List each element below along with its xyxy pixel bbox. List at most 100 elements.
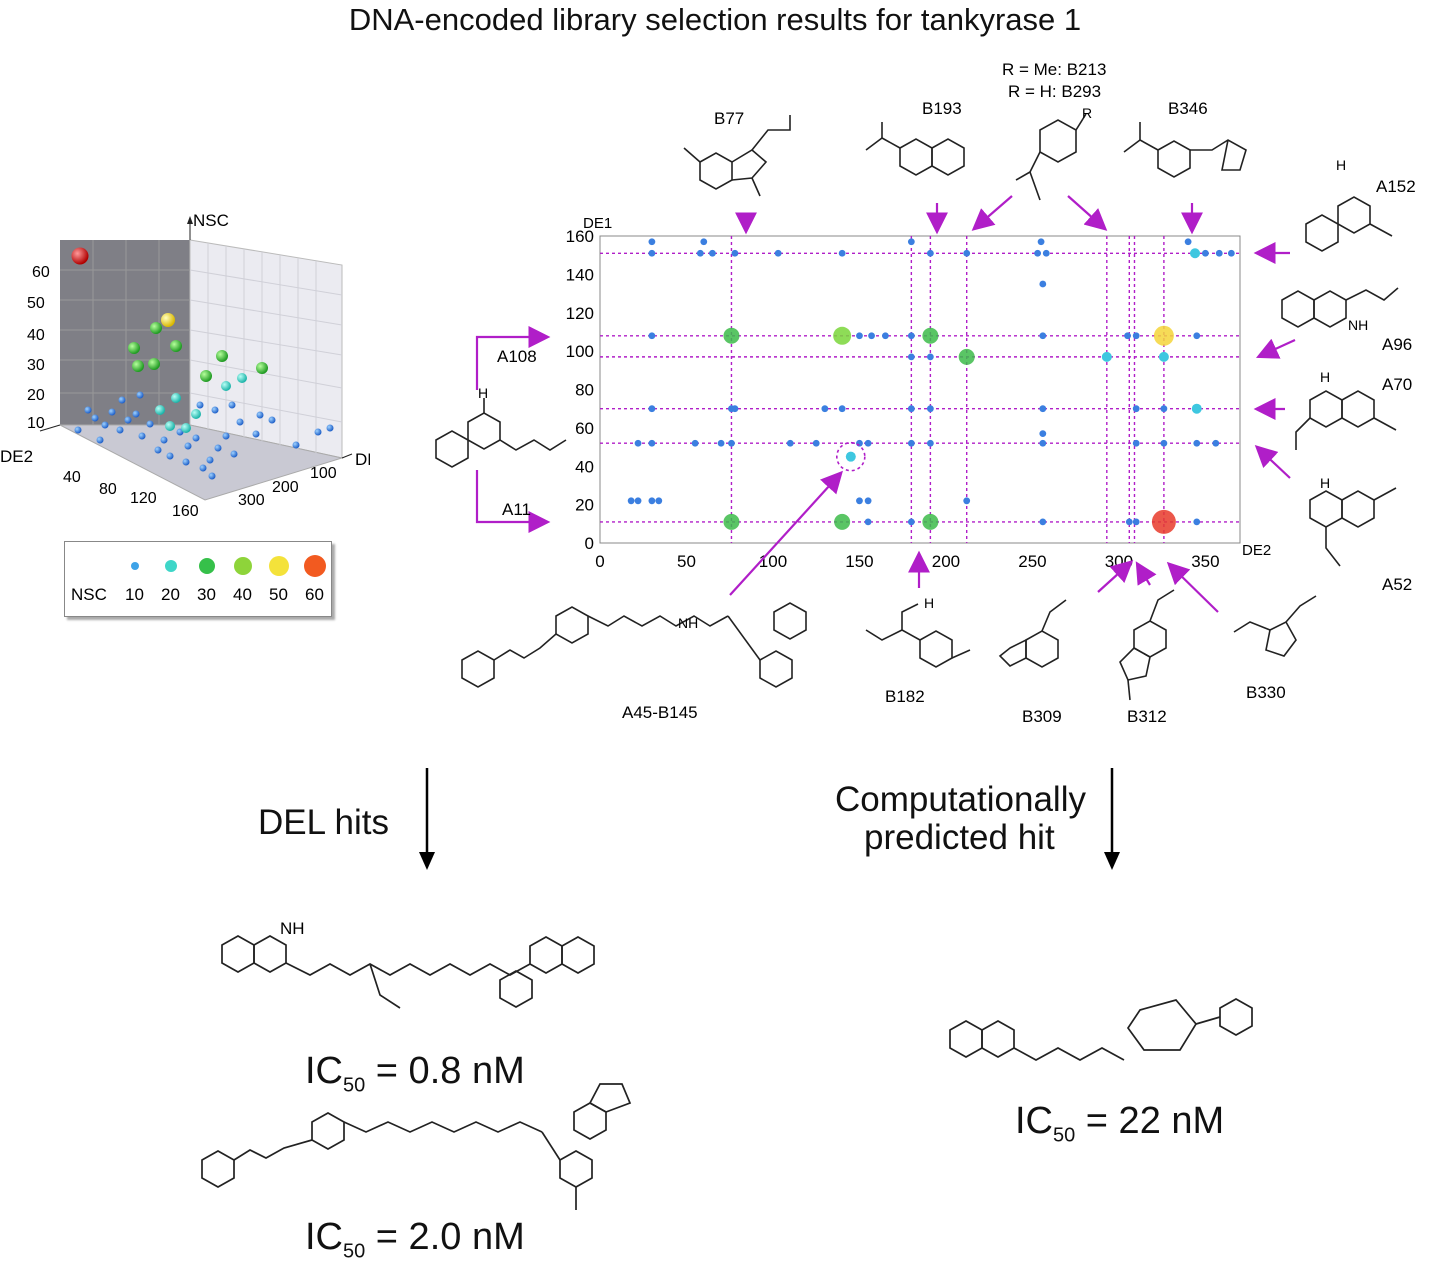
figure-title: DNA-encoded library selection results fo…: [348, 2, 1082, 37]
data-point: [1039, 518, 1047, 526]
data-point: [907, 332, 915, 340]
data-point: [1132, 439, 1140, 447]
data-point: [1151, 509, 1176, 534]
data-point: [1158, 351, 1169, 362]
y-tick-label: 140: [566, 265, 594, 284]
label-a52: A52: [1382, 575, 1412, 594]
svg-text:100: 100: [310, 465, 337, 482]
data-point: [882, 332, 889, 340]
label-b309: B309: [1022, 707, 1062, 726]
label-a11: A11: [502, 500, 531, 519]
y-tick-label: 60: [575, 419, 594, 438]
del-hits-label: DEL hits: [258, 803, 389, 842]
y-tick-label: 80: [575, 381, 594, 400]
legend-value-20: 20: [161, 585, 180, 604]
data-point: [834, 513, 851, 530]
legend-swatch-10: [131, 562, 139, 570]
svg-text:10: 10: [27, 415, 45, 432]
data-point: [1153, 325, 1174, 346]
data-point: [648, 332, 656, 340]
label-b193: B193: [922, 99, 962, 118]
data-point: [1193, 439, 1201, 447]
data-point: [856, 497, 863, 505]
data-point: [963, 249, 971, 257]
data-point: [1193, 332, 1201, 340]
data-point: [1212, 439, 1220, 447]
y-tick-label: 100: [566, 342, 594, 361]
data-point: [731, 405, 739, 413]
flow-arrows: [419, 768, 1120, 870]
data-point: [907, 518, 915, 526]
data-point: [1039, 439, 1047, 447]
label-a52-h: H: [1320, 475, 1330, 491]
data-point: [700, 238, 708, 246]
computational-label-1: Computationally: [835, 780, 1086, 819]
data-point: [648, 238, 656, 246]
data-point: [864, 518, 872, 526]
structure-a45-b145: [461, 602, 807, 688]
data-point: [926, 249, 934, 257]
data-point: [774, 249, 782, 257]
svg-text:120: 120: [130, 490, 157, 507]
label-a152: A152: [1376, 177, 1416, 196]
y-axis-label: DE1: [583, 215, 612, 232]
data-point: [864, 439, 872, 447]
structure-a152: [1305, 196, 1393, 252]
data-point: [1039, 430, 1047, 438]
data-point: [1132, 332, 1140, 340]
label-b182-h: H: [924, 595, 934, 611]
y-tick-label: 160: [566, 227, 594, 246]
data-point: [963, 497, 971, 505]
data-point: [1037, 238, 1045, 246]
data-point: [648, 405, 656, 413]
legend-value-30: 30: [197, 585, 216, 604]
label-b312: B312: [1127, 707, 1167, 726]
label-a45-b145: A45-B145: [622, 703, 698, 722]
data-point: [691, 439, 699, 447]
ic50-hit-3: IC50 = 22 nM: [1015, 1100, 1225, 1147]
de1-axis-label: DE1: [355, 450, 370, 469]
x-tick-label: 350: [1191, 552, 1219, 571]
data-point: [926, 405, 934, 413]
data-point: [926, 353, 934, 361]
data-point: [926, 439, 934, 447]
svg-text:60: 60: [32, 264, 50, 281]
legend-swatch-50: [269, 556, 289, 576]
y-tick-label: 0: [585, 534, 594, 553]
data-point: [1202, 249, 1209, 257]
legend-swatch-20: [165, 560, 177, 572]
computational-label-2: predicted hit: [864, 818, 1055, 857]
data-point: [1125, 518, 1133, 526]
label-a152-h: H: [1336, 157, 1346, 173]
data-point: [1160, 439, 1168, 447]
x-tick-label: 250: [1018, 552, 1046, 571]
data-point: [845, 451, 856, 462]
label-b346: B346: [1168, 99, 1208, 118]
data-point: [838, 405, 846, 413]
svg-text:200: 200: [272, 479, 299, 496]
data-point: [1039, 280, 1047, 288]
data-point: [1184, 238, 1192, 246]
data-point: [634, 497, 642, 505]
data-point: [1034, 249, 1042, 257]
data-point: [1124, 332, 1131, 340]
label-a45-nh: NH: [678, 615, 698, 631]
data-point: [717, 439, 725, 447]
data-point: [728, 439, 735, 447]
de2-axis-label: DE2: [0, 447, 33, 466]
legend-value-40: 40: [233, 585, 252, 604]
data-point: [709, 249, 716, 257]
data-point: [1190, 248, 1201, 259]
data-point: [1039, 332, 1047, 340]
data-point: [922, 513, 939, 530]
structure-b312: [1119, 589, 1175, 701]
label-b77: B77: [714, 109, 744, 128]
x-axis-label: DE2: [1242, 542, 1271, 559]
legend-swatch-40: [234, 557, 252, 575]
structure-a70: [1295, 390, 1397, 450]
